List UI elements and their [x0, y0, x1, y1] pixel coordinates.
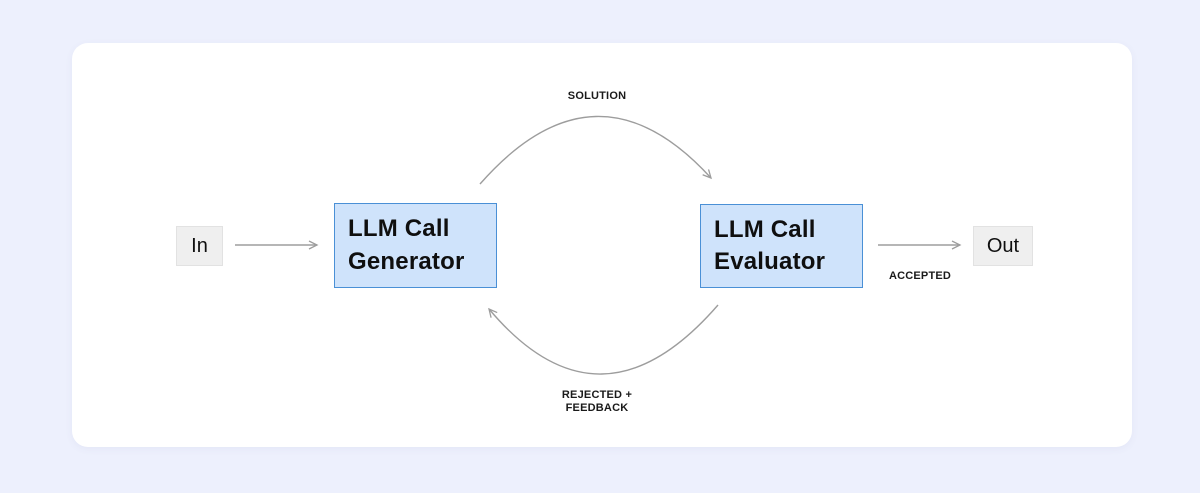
node-llm-call-evaluator: LLM Call Evaluator — [700, 204, 863, 288]
node-llm-call-generator: LLM Call Generator — [334, 203, 497, 288]
node-in: In — [176, 226, 223, 266]
edge-label-solution: SOLUTION — [567, 90, 627, 102]
edge-label-rejected-feedback: REJECTED + FEEDBACK — [561, 389, 633, 414]
node-out: Out — [973, 226, 1033, 266]
edge-label-accepted: ACCEPTED — [888, 270, 952, 282]
